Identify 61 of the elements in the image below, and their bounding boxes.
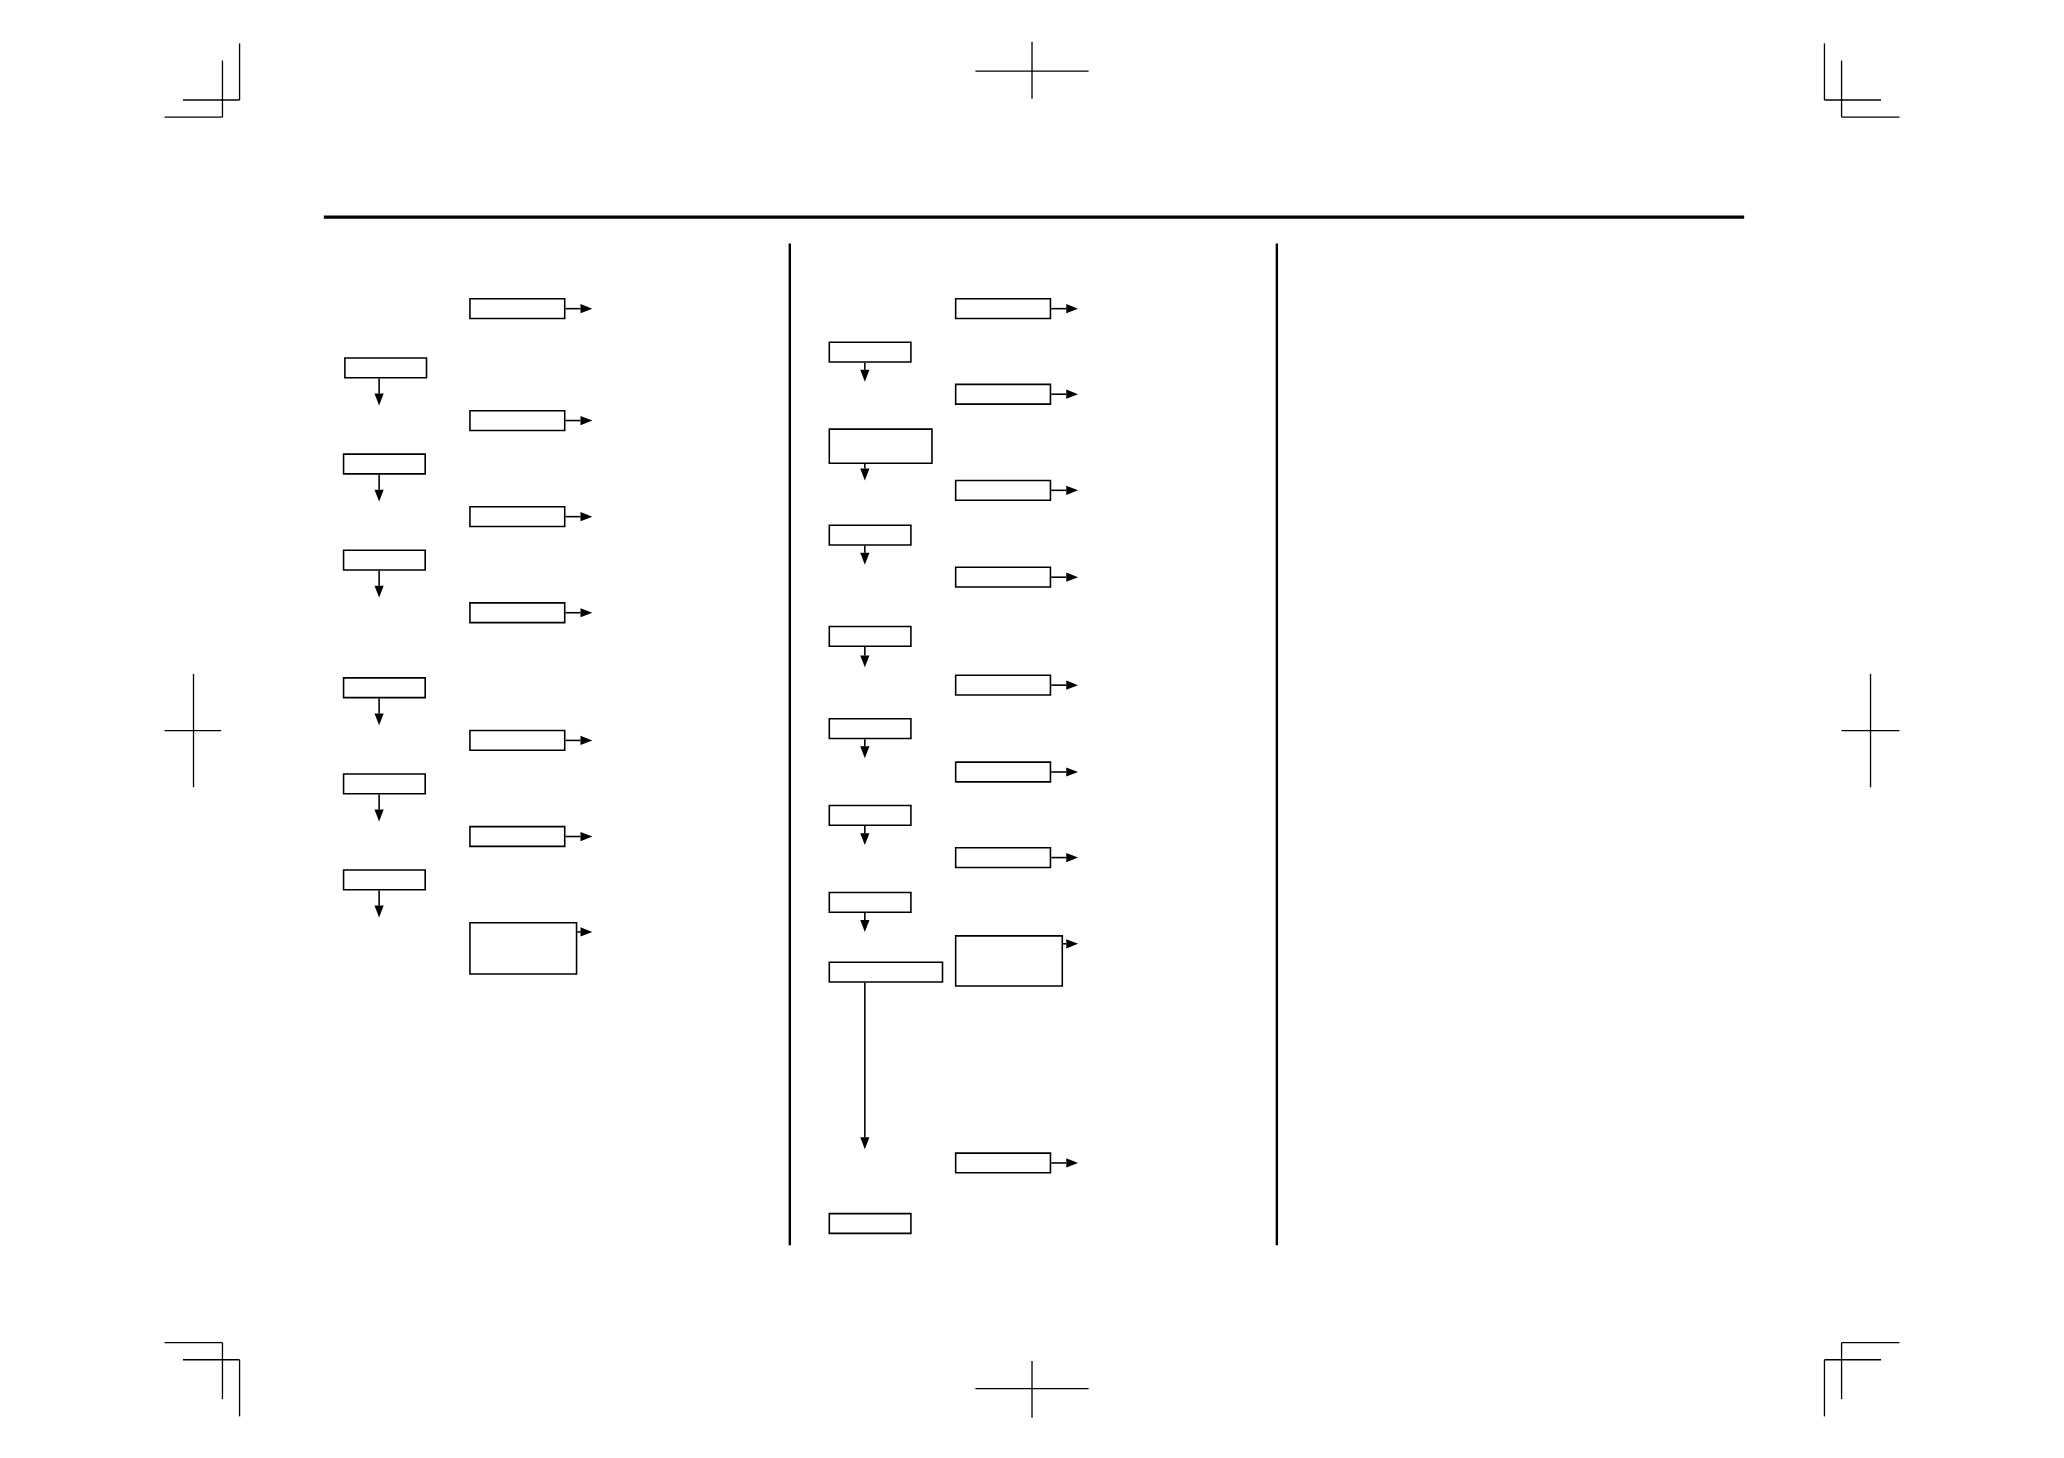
arrow bbox=[860, 981, 870, 1149]
process-box bbox=[954, 1152, 1052, 1174]
arrow bbox=[1062, 938, 1079, 949]
arrow bbox=[1050, 572, 1079, 582]
process-box bbox=[828, 524, 912, 546]
process-box bbox=[469, 601, 566, 624]
arrow bbox=[564, 303, 593, 314]
arrow bbox=[1050, 852, 1079, 862]
process-box bbox=[342, 453, 426, 475]
arrow bbox=[564, 511, 593, 521]
arrow bbox=[1050, 767, 1079, 777]
arrow bbox=[860, 911, 870, 932]
process-box bbox=[954, 383, 1052, 405]
process-box bbox=[954, 934, 1064, 987]
arrow bbox=[860, 738, 870, 758]
arrow bbox=[860, 361, 870, 382]
process-box bbox=[342, 549, 426, 571]
process-box bbox=[469, 825, 566, 847]
process-box bbox=[954, 846, 1052, 868]
process-box bbox=[469, 505, 566, 528]
process-box bbox=[828, 1212, 912, 1234]
arrow bbox=[1050, 389, 1079, 399]
process-box bbox=[828, 428, 933, 464]
process-box bbox=[469, 297, 566, 320]
process-box bbox=[954, 566, 1052, 588]
process-box bbox=[954, 297, 1052, 320]
process-box bbox=[828, 804, 912, 826]
arrow bbox=[374, 697, 384, 726]
process-box bbox=[469, 921, 578, 975]
process-box bbox=[828, 341, 912, 363]
arrow bbox=[860, 544, 870, 565]
arrow bbox=[1050, 485, 1079, 495]
process-box bbox=[342, 869, 426, 891]
arrow bbox=[1050, 680, 1079, 690]
arrow bbox=[860, 646, 870, 668]
arrow bbox=[374, 793, 384, 822]
process-box bbox=[344, 357, 428, 379]
process-box bbox=[954, 761, 1052, 783]
arrow bbox=[564, 607, 593, 618]
process-box bbox=[828, 717, 912, 739]
process-box bbox=[469, 409, 566, 431]
arrow bbox=[860, 463, 870, 481]
arrow bbox=[1050, 1158, 1079, 1168]
arrow bbox=[374, 377, 384, 406]
arrow bbox=[564, 831, 593, 841]
arrow bbox=[564, 735, 593, 745]
arrow bbox=[374, 569, 384, 598]
arrow bbox=[374, 473, 384, 502]
process-box bbox=[469, 729, 566, 751]
process-box bbox=[828, 891, 912, 913]
arrow bbox=[860, 825, 870, 845]
arrow bbox=[564, 415, 593, 425]
process-box bbox=[828, 961, 944, 983]
process-box bbox=[828, 625, 912, 647]
process-box bbox=[954, 479, 1052, 501]
process-box bbox=[954, 674, 1052, 696]
arrow bbox=[576, 927, 593, 937]
arrow bbox=[374, 889, 384, 918]
arrow bbox=[1050, 303, 1079, 314]
process-box bbox=[342, 676, 426, 699]
process-box bbox=[342, 772, 426, 795]
